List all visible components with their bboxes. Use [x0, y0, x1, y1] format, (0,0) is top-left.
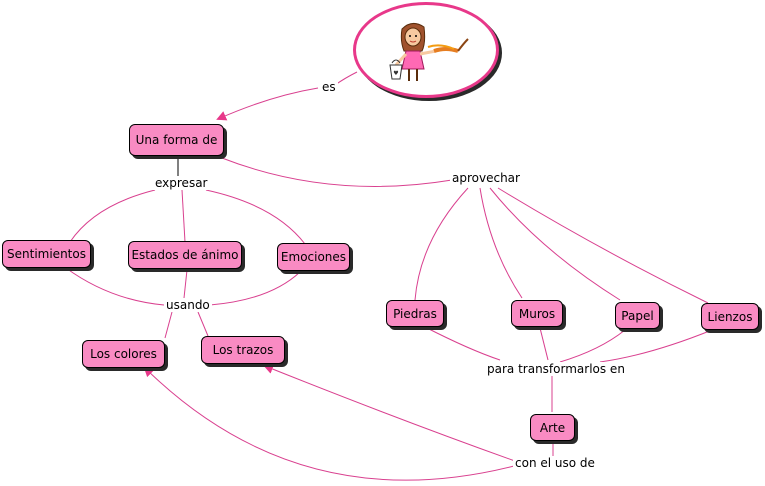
girl-with-paintbrush-icon: ♥ — [389, 23, 469, 81]
concept-sentimientos[interactable]: Sentimientos — [2, 240, 91, 268]
concept-arte[interactable]: Arte — [530, 414, 575, 441]
concept-papel[interactable]: Papel — [615, 302, 660, 329]
link-para-transformarlos-en: para transformarlos en — [485, 362, 627, 376]
concept-lienzos[interactable]: Lienzos — [701, 303, 759, 330]
link-es: es — [320, 80, 338, 94]
concept-estados-de-animo[interactable]: Estados de ánimo — [128, 241, 242, 269]
root-concept-oval[interactable]: ♥ — [353, 2, 499, 98]
concept-los-colores[interactable]: Los colores — [82, 340, 165, 368]
concept-muros[interactable]: Muros — [511, 300, 563, 327]
concept-los-trazos[interactable]: Los trazos — [201, 336, 285, 364]
link-usando: usando — [164, 298, 212, 312]
concept-emociones[interactable]: Emociones — [277, 243, 350, 271]
concept-piedras[interactable]: Piedras — [386, 300, 444, 327]
link-expresar: expresar — [153, 176, 210, 190]
concept-una-forma-de[interactable]: Una forma de — [129, 124, 224, 156]
link-aprovechar: aprovechar — [450, 171, 522, 185]
link-con-el-uso-de: con el uso de — [513, 456, 597, 470]
svg-text:♥: ♥ — [393, 70, 398, 77]
